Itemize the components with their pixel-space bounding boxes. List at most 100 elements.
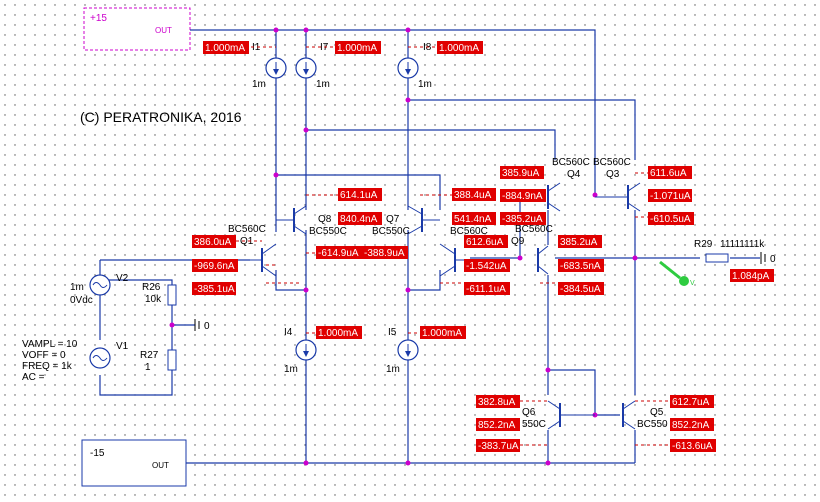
- readout-value: 840.4nA: [340, 214, 378, 225]
- q9b-model: BC560C: [450, 226, 488, 237]
- i4-name: I4: [284, 327, 293, 338]
- transistor-q7[interactable]: Q7 BC550C: [372, 205, 440, 237]
- readout-q9-c[interactable]: -384.5uA: [558, 282, 604, 295]
- readout-q9l-a[interactable]: 612.6uA: [464, 235, 508, 248]
- readout-r29[interactable]: 1.084pA: [730, 269, 774, 282]
- transistor-q1[interactable]: BC560C Q1: [228, 224, 277, 277]
- readout-q3-c[interactable]: -610.5uA: [648, 212, 694, 225]
- readout-q6-c[interactable]: -383.7uA: [476, 439, 520, 452]
- r29-name: R29: [694, 239, 713, 250]
- transistor-q8[interactable]: Q8 BC550C: [276, 205, 347, 237]
- readout-q1-e[interactable]: -969.6nA: [192, 259, 238, 272]
- readout-q1-b[interactable]: 386.0uA: [192, 235, 236, 248]
- v1-param-1: VOFF = 0: [22, 350, 66, 361]
- supply-pos-out: OUT: [155, 26, 172, 35]
- q1-name: Q1: [240, 236, 254, 247]
- readout-q7-a[interactable]: -388.9uA: [362, 246, 408, 259]
- readout-value: -614.9uA: [318, 248, 359, 259]
- readout-q8-a[interactable]: 614.1uA: [338, 188, 382, 201]
- readout-badges: 1.000mA 1.000mA 1.000mA 1.000mA 1.000mA …: [192, 41, 774, 452]
- transistor-q4[interactable]: BC560C Q4: [547, 157, 590, 212]
- readout-value: 1.000mA: [205, 43, 245, 54]
- current-source-i4[interactable]: I4 1m: [284, 327, 317, 375]
- readout-q6-b[interactable]: 852.2nA: [476, 418, 520, 431]
- transistor-q6[interactable]: Q6 550C: [522, 400, 595, 430]
- readout-value: -1.542uA: [466, 261, 507, 272]
- readout-value: 541.4nA: [454, 214, 492, 225]
- readout-q9l-c[interactable]: -611.1uA: [464, 282, 510, 295]
- readout-value: 1.000mA: [318, 328, 358, 339]
- readout-value: 1.000mA: [439, 43, 479, 54]
- v1-param-2: FREQ = 1k: [22, 361, 73, 372]
- readout-q5-a[interactable]: 612.7uA: [670, 395, 714, 408]
- i1-value: 1m: [252, 79, 266, 90]
- readout-i4[interactable]: 1.000mA: [316, 326, 362, 339]
- readout-q5-b[interactable]: 852.2nA: [670, 418, 714, 431]
- readout-value: 612.7uA: [672, 397, 710, 408]
- readout-q4-c[interactable]: -385.2uA: [500, 212, 546, 225]
- readout-q1-c[interactable]: -385.1uA: [192, 282, 236, 295]
- readout-q9-b[interactable]: -683.5nA: [558, 259, 604, 272]
- i8-value: 1m: [418, 79, 432, 90]
- readout-i7[interactable]: 1.000mA: [335, 41, 381, 54]
- readout-value: -683.5nA: [560, 261, 601, 272]
- readout-value: -969.6nA: [194, 261, 235, 272]
- ground-label-2: 0: [770, 254, 776, 265]
- current-source-i5[interactable]: I5 1m: [386, 327, 419, 375]
- copyright-text: (C) PERATRONIKA, 2016: [80, 109, 242, 125]
- i5-value: 1m: [386, 364, 400, 375]
- supply-neg15[interactable]: -15 OUT: [81, 439, 187, 487]
- readout-i1[interactable]: 1.000mA: [203, 41, 249, 54]
- resistor-r29[interactable]: R29 11111111k: [694, 239, 765, 263]
- readout-q9l-b[interactable]: -1.542uA: [464, 259, 510, 272]
- readout-i5[interactable]: 1.000mA: [420, 326, 466, 339]
- q7-name: Q7: [386, 214, 400, 225]
- readout-q3-b[interactable]: -1.071uA: [648, 189, 692, 202]
- readout-q5-c[interactable]: -613.6uA: [670, 439, 716, 452]
- q3-name: Q3: [606, 169, 620, 180]
- readout-value: 614.1uA: [340, 190, 378, 201]
- resistor-r27[interactable]: R27 1: [140, 349, 177, 373]
- current-source-i1[interactable]: I1 1m: [252, 42, 287, 90]
- v1-name: V1: [116, 341, 129, 352]
- readout-q6-a[interactable]: 382.8uA: [476, 395, 520, 408]
- readout-value: 1.084pA: [732, 271, 770, 282]
- voltage-source-v1[interactable]: V1 VAMPL = 10 VOFF = 0 FREQ = 1k AC =: [22, 339, 129, 383]
- transistor-q5[interactable]: Q5 BC550: [622, 400, 668, 430]
- readout-q8-b[interactable]: 840.4nA: [338, 212, 382, 225]
- q6-model: 550C: [522, 419, 546, 430]
- readout-value: -385.2uA: [502, 214, 543, 225]
- readout-q9-a[interactable]: 385.2uA: [558, 235, 602, 248]
- readout-value: -384.5uA: [560, 284, 601, 295]
- readout-value: -385.1uA: [194, 284, 235, 295]
- resistor-r26[interactable]: R26 10k: [142, 282, 177, 306]
- readout-value: -1.071uA: [650, 191, 691, 202]
- readout-value: -383.7uA: [478, 441, 519, 452]
- readout-value: 385.9uA: [502, 168, 540, 179]
- readout-q8-c[interactable]: -614.9uA: [316, 246, 362, 259]
- readout-q7-c[interactable]: 541.4nA: [452, 212, 496, 225]
- voltage-probe-icon[interactable]: V: [659, 260, 695, 287]
- supply-pos15[interactable]: +15 OUT: [83, 7, 191, 51]
- readout-q4-a[interactable]: 385.9uA: [500, 166, 544, 179]
- readout-value: 386.0uA: [194, 237, 232, 248]
- readout-q7-b[interactable]: 388.4uA: [452, 188, 496, 201]
- q9-name: Q9: [511, 236, 525, 247]
- ground-label: 0: [204, 321, 210, 332]
- readout-value: 385.2uA: [560, 237, 598, 248]
- voltage-source-v2[interactable]: V2 1m 0Vdc: [70, 273, 129, 306]
- readout-i8[interactable]: 1.000mA: [437, 41, 483, 54]
- q8-name: Q8: [318, 214, 332, 225]
- readout-value: -884.9nA: [502, 191, 543, 202]
- v2-value2: 0Vdc: [70, 295, 93, 306]
- readout-q3-a[interactable]: 611.6uA: [648, 166, 692, 179]
- q8-model: BC550C: [309, 226, 347, 237]
- i4-value: 1m: [284, 364, 298, 375]
- readout-value: -610.5uA: [650, 214, 691, 225]
- transistor-q9[interactable]: BC560C Q9: [511, 224, 553, 275]
- readout-q4-b[interactable]: -884.9nA: [500, 189, 546, 202]
- readout-value: -388.9uA: [364, 248, 405, 259]
- transistor-q3[interactable]: BC560C Q3: [593, 157, 641, 212]
- readout-value: 1.000mA: [422, 328, 462, 339]
- readout-value: 852.2nA: [478, 420, 516, 431]
